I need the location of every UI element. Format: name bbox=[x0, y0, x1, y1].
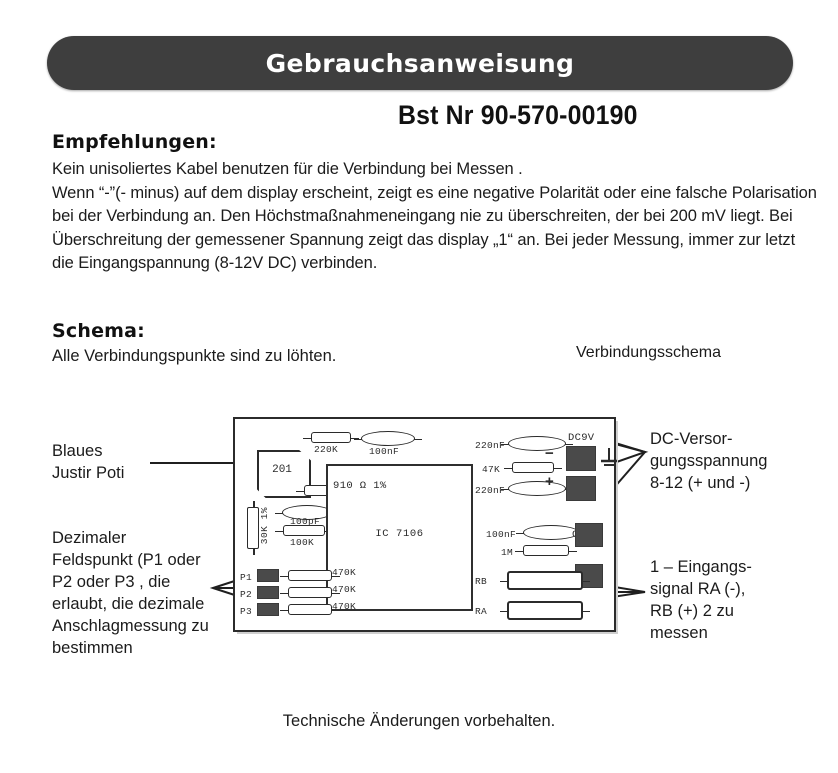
recommendations-line: Wenn “-”(- minus) auf dem display ersche… bbox=[52, 183, 817, 202]
component-470k-p2 bbox=[280, 587, 340, 598]
pad-com[interactable] bbox=[575, 523, 603, 547]
label-100k: 100K bbox=[290, 537, 315, 548]
label-precision-resistor: 910 Ω 1% bbox=[333, 480, 387, 492]
label-ra: RA bbox=[475, 606, 488, 617]
pad-sign-minus: − bbox=[545, 445, 554, 462]
recommendations-line: Überschreitung der gemessener Spannung z… bbox=[52, 230, 796, 249]
circuit-board-diagram: 201 220K 100nF 30K 1% 100pF 100K 910 Ω 1… bbox=[233, 417, 617, 632]
footer-note: Technische Änderungen vorbehalten. bbox=[282, 712, 556, 730]
label-100nf-top: 100nF bbox=[369, 446, 400, 457]
order-number: Bst Nr 90-570-00190 bbox=[398, 100, 638, 130]
label-47k: 47K bbox=[482, 464, 501, 475]
recommendations-line: bei der Verbindung an. Den Höchstmaßnahm… bbox=[52, 207, 793, 225]
pad-dc-minus[interactable] bbox=[566, 446, 596, 471]
component-47k bbox=[504, 462, 562, 473]
label-470k-p2: 470K bbox=[332, 584, 357, 595]
component-470k-p3 bbox=[280, 604, 340, 615]
ic-7106-package: 910 Ω 1% IC 7106 bbox=[326, 464, 473, 611]
label-ic-7106: IC 7106 bbox=[375, 528, 424, 540]
recommendations-text: Kein unisoliertes Kabel benutzen für die… bbox=[52, 158, 832, 276]
callout-blue-poti: Blaues Justir Poti bbox=[52, 442, 125, 482]
pad-dc-plus[interactable] bbox=[566, 476, 596, 501]
label-1m: 1M bbox=[501, 547, 514, 558]
pad-p1[interactable] bbox=[257, 569, 279, 582]
potentiometer-label: 201 bbox=[272, 464, 292, 476]
label-470k-p3: 470K bbox=[332, 601, 357, 612]
schema-heading: Schema: bbox=[52, 320, 145, 342]
recommendations-line: die Eingangspannung (8-12V DC) verbinden… bbox=[52, 254, 378, 272]
label-100pf: 100pF bbox=[290, 516, 321, 527]
component-220nf-b bbox=[501, 481, 573, 496]
label-100nf-mid: 100nF bbox=[486, 529, 517, 540]
pad-sign-plus: + bbox=[545, 473, 554, 490]
component-100nf-top bbox=[354, 431, 422, 446]
component-1m bbox=[515, 545, 577, 556]
pad-p2[interactable] bbox=[257, 586, 279, 599]
pad-label-p1: P1 bbox=[240, 572, 253, 583]
component-470k-p1 bbox=[280, 570, 340, 581]
callout-dc-supply: DC-Versor- gungsspannung 8-12 (+ und -) bbox=[650, 430, 768, 492]
label-rb: RB bbox=[475, 576, 488, 587]
recommendations-line: Kein unisoliertes Kabel benutzen für die… bbox=[52, 160, 523, 178]
page-title: Gebrauchsanweisung bbox=[265, 48, 575, 78]
callout-decimal-point: Dezimaler Feldspunkt (P1 oder P2 oder P3… bbox=[52, 529, 209, 657]
component-30k bbox=[247, 501, 259, 555]
label-220k: 220K bbox=[314, 444, 339, 455]
pad-label-p3: P3 bbox=[240, 606, 253, 617]
pad-p3[interactable] bbox=[257, 603, 279, 616]
component-220nf-a bbox=[501, 436, 573, 451]
recommendations-heading: Empfehlungen: bbox=[52, 131, 217, 153]
callout-input-signal: 1 – Eingangs- signal RA (-), RB (+) 2 zu… bbox=[650, 558, 752, 642]
title-banner: Gebrauchsanweisung bbox=[47, 36, 793, 90]
component-100k bbox=[275, 525, 333, 536]
pad-label-p2: P2 bbox=[240, 589, 253, 600]
label-220nf-a: 220nF bbox=[475, 440, 506, 451]
schema-subtitle: Alle Verbindungspunkte sind zu löhten. bbox=[52, 347, 337, 365]
label-30k: 30K 1% bbox=[259, 507, 270, 545]
label-470k-p1: 470K bbox=[332, 567, 357, 578]
wiring-diagram-label: Verbindungsschema bbox=[576, 344, 721, 361]
label-220nf-b: 220nF bbox=[475, 485, 506, 496]
pad-label-dc9v: DC9V bbox=[568, 432, 595, 444]
component-220k bbox=[303, 432, 359, 443]
component-rb bbox=[500, 571, 590, 590]
component-100nf-mid bbox=[516, 525, 586, 540]
ground-icon bbox=[601, 448, 617, 466]
component-ra bbox=[500, 601, 590, 620]
potentiometer-body bbox=[257, 450, 311, 498]
